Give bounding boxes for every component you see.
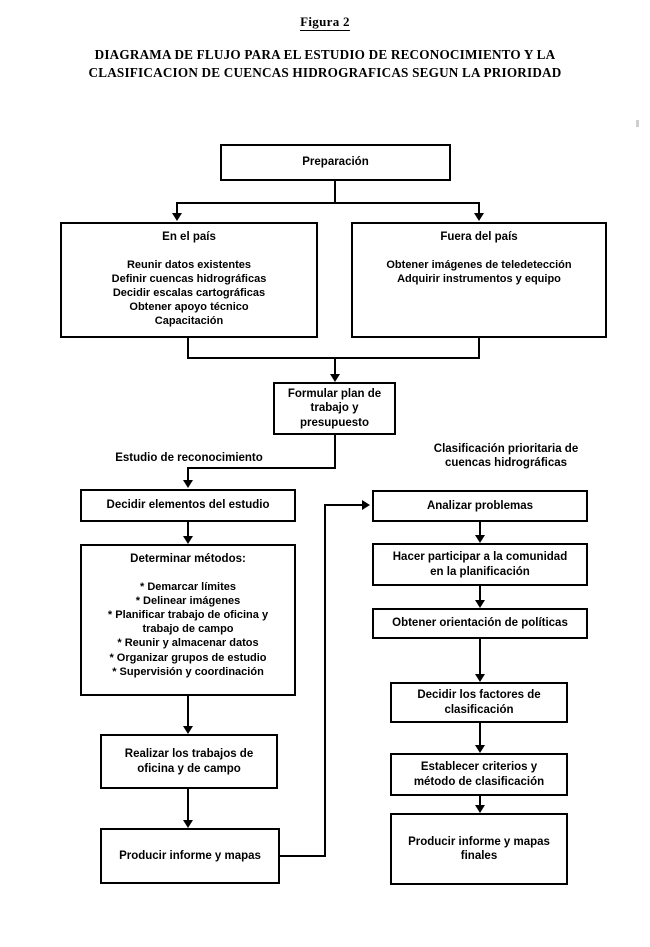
node-fuera-del-pais-title: Fuera del país [440, 231, 518, 243]
node-en-el-pais-item-0: Reunir datos existentes [126, 258, 252, 271]
node-producir-informe-final-line1: Producir informe y mapas [408, 835, 550, 848]
arrow-into-hacer-participar [475, 535, 485, 543]
node-preparacion-title: Preparación [302, 156, 369, 169]
node-en-el-pais[interactable]: En el país Reunir datos existentes Defin… [60, 222, 318, 338]
node-determinar-metodos-item-5: * Organizar grupos de estudio [109, 651, 267, 664]
feedback-bottom-segment [280, 855, 326, 857]
node-establecer-criterios[interactable]: Establecer criterios y método de clasifi… [390, 753, 568, 796]
connector-prep-down [334, 181, 336, 203]
scan-speck [636, 120, 639, 127]
node-realizar-trabajos-line1: Realizar los trabajos de [124, 748, 254, 760]
node-en-el-pais-item-4: Capacitación [154, 315, 224, 328]
connector-prep-left-drop [176, 202, 178, 214]
arrow-into-producir-informe-final [475, 805, 485, 813]
node-realizar-trabajos[interactable]: Realizar los trabajos de oficina y de ca… [100, 734, 278, 789]
connector-decidir-to-establecer [479, 723, 481, 747]
node-en-el-pais-item-2: Decidir escalas cartográficas [112, 286, 266, 299]
node-obtener-orientacion[interactable]: Obtener orientación de políticas [372, 608, 588, 639]
arrow-into-fuera-del-pais [474, 213, 484, 221]
connector-obtener-to-decidir [479, 639, 481, 676]
node-analizar-problemas[interactable]: Analizar problemas [372, 490, 588, 522]
connector-prep-split-bar [176, 202, 480, 204]
connector-realizar-to-producir [187, 789, 189, 822]
connector-decidir-to-metodos [187, 522, 189, 538]
arrow-into-realizar-trabajos [183, 726, 193, 734]
node-formular-plan-line1: Formular plan de [287, 387, 382, 400]
section-heading-left: Estudio de reconocimiento [74, 451, 304, 465]
node-fuera-del-pais-item-0: Obtener imágenes de teledetección [386, 258, 572, 271]
node-determinar-metodos-item-3: trabajo de campo [142, 623, 234, 636]
node-en-el-pais-item-3: Obtener apoyo técnico [129, 301, 249, 314]
arrow-into-producir-informe [183, 820, 193, 828]
node-decidir-factores-line2: clasificación [444, 703, 514, 716]
arrow-into-analizar-problemas [362, 500, 370, 510]
node-determinar-metodos[interactable]: Determinar métodos: * Demarcar límites *… [80, 544, 296, 696]
connector-plan-left-drop [187, 467, 189, 481]
connector-plan-down [334, 435, 336, 469]
node-determinar-metodos-item-0: * Demarcar límites [140, 580, 236, 593]
node-establecer-criterios-line1: Establecer criterios y [420, 761, 538, 773]
page-title-line2: CLASIFICACION DE CUENCAS HIDROGRAFICAS S… [88, 65, 562, 80]
connector-prep-right-drop [478, 202, 480, 214]
node-en-el-pais-title: En el país [162, 231, 216, 243]
node-producir-informe-final-line2: finales [460, 850, 498, 862]
connector-analizar-to-hacer [479, 522, 481, 537]
node-producir-informe-final[interactable]: Producir informe y mapas finales [390, 813, 568, 885]
connector-fuera-del-pais-down [478, 338, 480, 359]
arrow-into-decidir-elementos [183, 480, 193, 488]
connector-establecer-to-final [479, 796, 481, 812]
node-establecer-criterios-line2: método de clasificación [413, 775, 545, 788]
connector-merge-bar [187, 357, 480, 359]
node-fuera-del-pais[interactable]: Fuera del país Obtener imágenes de teled… [351, 222, 607, 338]
page-title-line1: DIAGRAMA DE FLUJO PARA EL ESTUDIO DE REC… [94, 47, 556, 62]
section-heading-right: Clasificación prioritaria de cuencas hid… [398, 442, 614, 470]
node-producir-informe-title: Producir informe y mapas [119, 849, 261, 862]
node-obtener-orientacion-title: Obtener orientación de políticas [392, 617, 568, 630]
node-hacer-participar[interactable]: Hacer participar a la comunidad en la pl… [372, 543, 588, 586]
section-heading-left-text: Estudio de reconocimiento [115, 452, 263, 464]
node-determinar-metodos-item-2: * Planificar trabajo de oficina y [107, 608, 269, 621]
node-formular-plan-line2: trabajo y [310, 402, 359, 415]
node-decidir-elementos[interactable]: Decidir elementos del estudio [80, 489, 296, 522]
node-decidir-factores[interactable]: Decidir los factores de clasificación [390, 682, 568, 723]
figure-label: Figura 2 [0, 14, 650, 31]
node-formular-plan[interactable]: Formular plan de trabajo y presupuesto [273, 382, 396, 435]
node-determinar-metodos-item-4: * Reunir y almacenar datos [117, 637, 259, 650]
connector-metodos-to-realizar [187, 696, 189, 728]
section-heading-right-line2: cuencas hidrográficas [444, 457, 568, 469]
node-analizar-problemas-title: Analizar problemas [426, 499, 534, 512]
node-hacer-participar-line1: Hacer participar a la comunidad [392, 551, 568, 563]
section-heading-right-line1: Clasificación prioritaria de [433, 443, 579, 455]
node-decidir-factores-line1: Decidir los factores de [417, 689, 541, 701]
arrow-into-formular-plan [330, 374, 340, 382]
connector-plan-left-bar [187, 467, 336, 469]
arrow-into-establecer-criterios [475, 745, 485, 753]
node-fuera-del-pais-item-1: Adquirir instrumentos y equipo [397, 272, 561, 285]
node-realizar-trabajos-line2: oficina y de campo [137, 762, 241, 775]
node-determinar-metodos-item-6: * Supervisión y coordinación [112, 665, 264, 678]
node-formular-plan-line3: presupuesto [299, 416, 369, 429]
node-determinar-metodos-title: Determinar métodos: [130, 553, 246, 565]
connector-merge-down [334, 357, 336, 375]
arrow-into-obtener-orientacion [475, 600, 485, 608]
node-en-el-pais-item-1: Definir cuencas hidrográficas [111, 272, 267, 285]
connector-en-el-pais-down [187, 338, 189, 359]
node-decidir-elementos-title: Decidir elementos del estudio [106, 499, 270, 512]
feedback-top-segment [324, 504, 364, 506]
node-preparacion[interactable]: Preparación [220, 144, 451, 181]
page-title: DIAGRAMA DE FLUJO PARA EL ESTUDIO DE REC… [40, 46, 610, 82]
arrow-into-en-el-pais [172, 213, 182, 221]
node-determinar-metodos-item-1: * Delinear imágenes [135, 594, 241, 607]
arrow-into-determinar-metodos [183, 536, 193, 544]
node-producir-informe[interactable]: Producir informe y mapas [100, 828, 280, 884]
figure-label-text: Figura 2 [300, 14, 350, 31]
feedback-vertical-segment [324, 504, 326, 857]
arrow-into-decidir-factores [475, 674, 485, 682]
connector-hacer-to-obtener [479, 586, 481, 602]
node-hacer-participar-line2: en la planificación [430, 565, 530, 578]
